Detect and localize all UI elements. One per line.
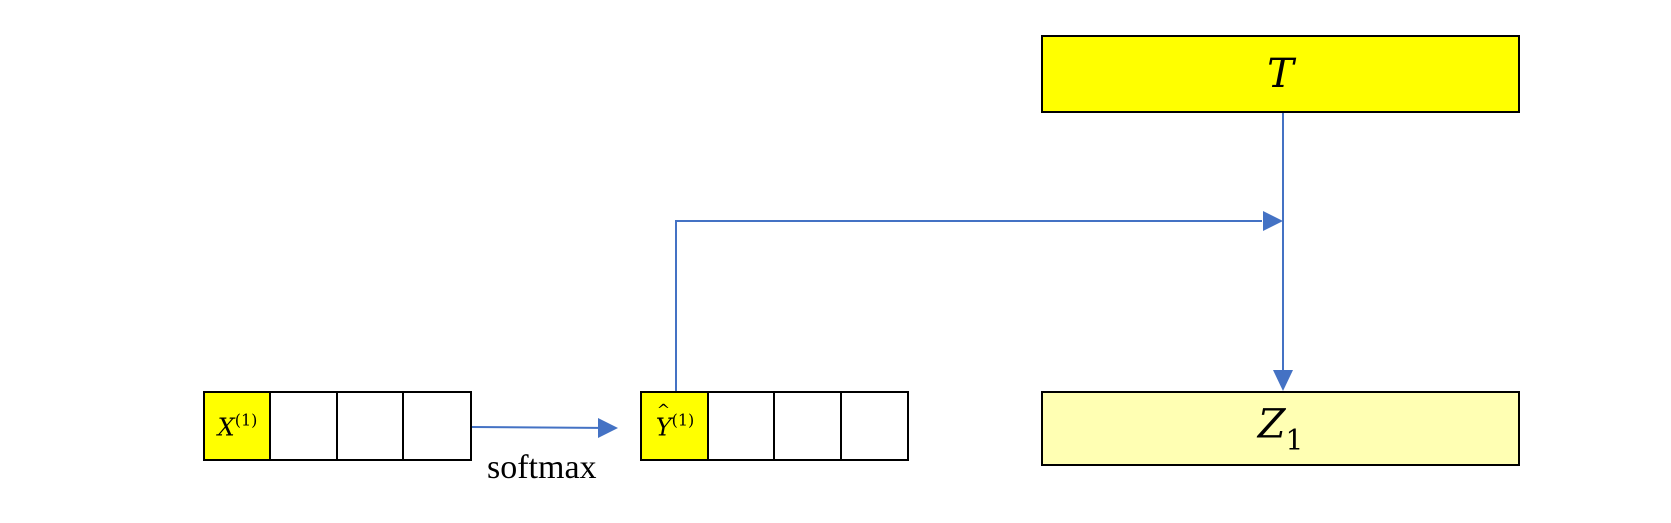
feedback-arrowhead xyxy=(1263,211,1283,231)
feedback-connector xyxy=(675,220,1262,392)
output-vector-cell-3 xyxy=(773,391,843,461)
output-vector-label: Y(1) xyxy=(642,401,708,442)
input-vector-cell-1: X(1) xyxy=(203,391,272,461)
result-block: Z1 xyxy=(1041,391,1520,466)
input-vector-cell-4 xyxy=(402,391,472,461)
softmax-arrow xyxy=(471,426,613,429)
input-vector-cell-3 xyxy=(336,391,405,461)
softmax-arrowhead xyxy=(598,418,618,438)
softmax-label: softmax xyxy=(487,449,597,486)
input-vector-cell-2 xyxy=(269,391,339,461)
result-label: Z1 xyxy=(1257,401,1304,456)
target-label: T xyxy=(1267,51,1294,97)
output-vector-cell-1: Y(1) xyxy=(640,391,710,461)
output-vector-cell-4 xyxy=(840,391,909,461)
target-block: T xyxy=(1041,35,1520,113)
target-down-arrowhead xyxy=(1273,370,1293,391)
output-vector-cell-2 xyxy=(707,391,776,461)
input-vector-label: X(1) xyxy=(217,410,258,442)
